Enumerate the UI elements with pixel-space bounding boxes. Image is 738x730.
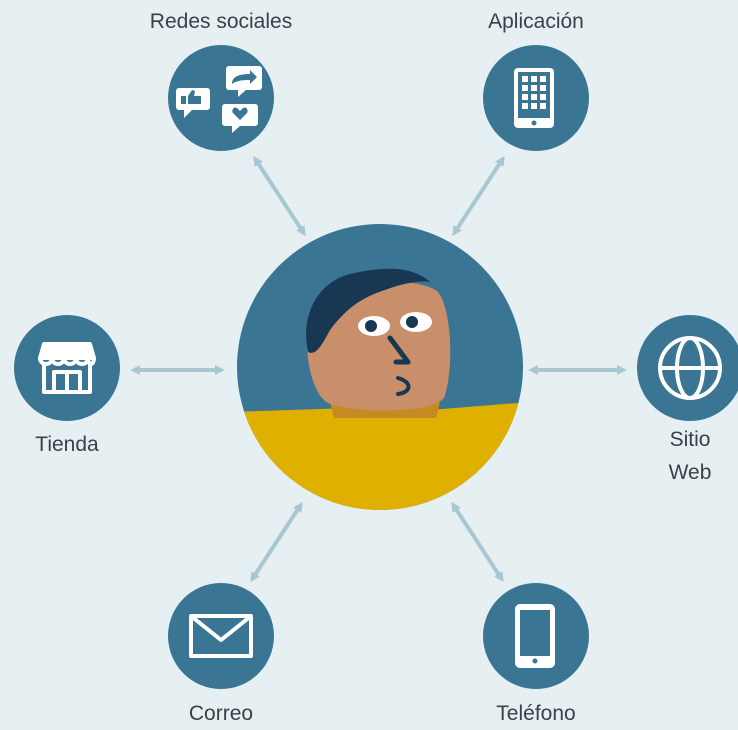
node-label-web-line2: Web [668,461,712,484]
phone-icon [515,604,555,668]
storefront-icon [38,342,96,394]
arrow-mail [250,501,303,583]
arrow-social [253,155,306,237]
node-social-circle [168,45,274,151]
node-mail-circle [168,583,274,689]
envelope-icon [189,614,253,658]
connector-arrows [130,155,627,583]
node-label-store: Tienda [35,433,99,456]
node-phone-circle [483,583,589,689]
node-label-phone: Teléfono [496,702,576,725]
globe-icon [658,336,722,400]
node-label-social: Redes sociales [149,10,293,33]
node-label-app: Aplicación [488,10,584,33]
arrow-phone [451,501,504,583]
node-app-circle [483,45,589,151]
customer-face-icon [237,224,523,510]
mobile-app-icon [514,68,554,128]
node-label-web-line1: Sitio [669,428,711,451]
node-label-mail: Correo [188,702,254,725]
arrow-app [452,155,505,237]
node-store-circle [14,315,120,421]
social-media-icon [176,66,262,133]
node-web-circle [637,315,738,421]
